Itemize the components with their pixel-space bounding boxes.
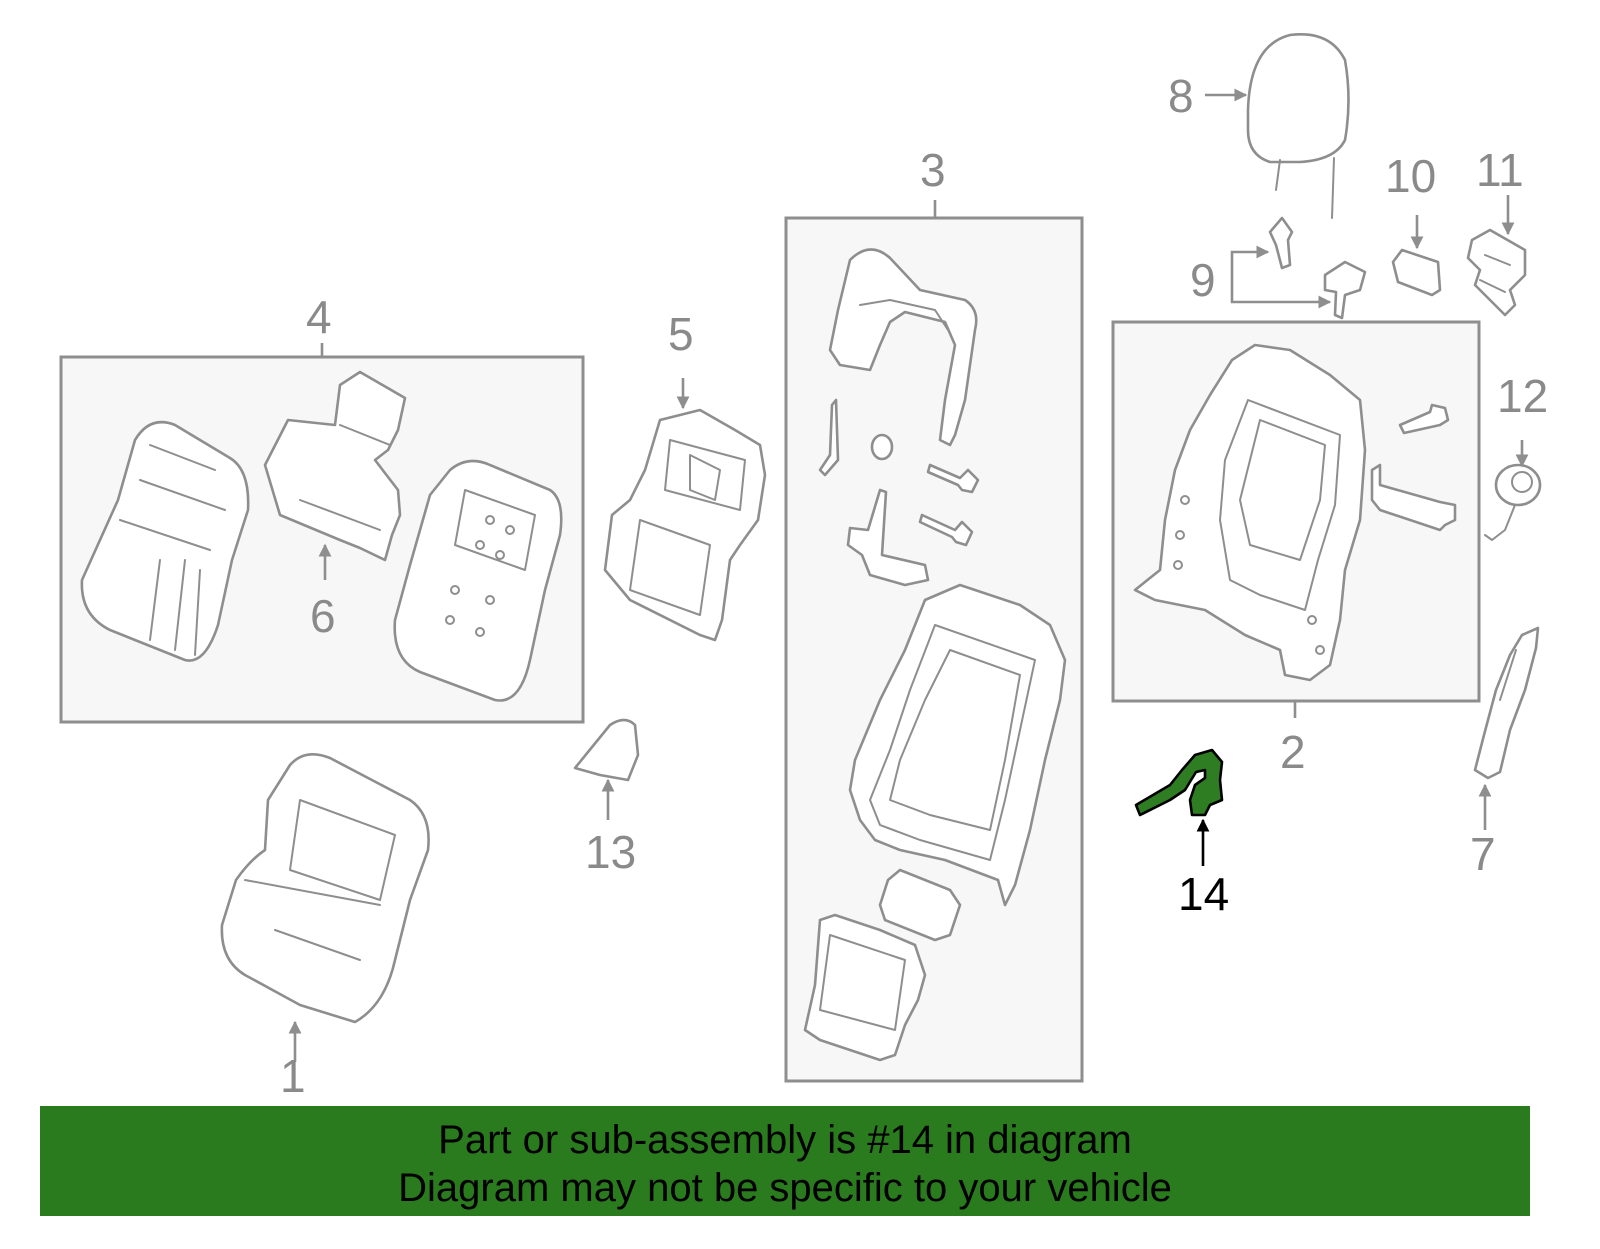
seatback-panel-6[interactable]: [263, 370, 407, 562]
motor-12[interactable]: [1484, 463, 1542, 541]
callout-2[interactable]: 2: [1280, 726, 1306, 778]
trim-piece-13[interactable]: [573, 718, 640, 782]
callout-5[interactable]: 5: [668, 308, 694, 360]
callout-12[interactable]: 12: [1497, 370, 1548, 422]
disclaimer-banner: Part or sub-assembly is #14 in diagram D…: [40, 1106, 1530, 1216]
callout-14[interactable]: 14: [1178, 868, 1229, 920]
callout-8[interactable]: 8: [1168, 70, 1194, 122]
frame-3-components[interactable]: [803, 248, 1067, 1062]
highlighted-part-14[interactable]: [1134, 748, 1224, 817]
seatback-cover-right[interactable]: [393, 459, 563, 702]
seatback-cover-left[interactable]: [80, 420, 250, 662]
seatback-frame-2[interactable]: [1133, 343, 1457, 682]
side-trim-7[interactable]: [1473, 626, 1540, 780]
back-panel-5[interactable]: [603, 408, 767, 642]
callout-4[interactable]: 4: [306, 291, 332, 343]
clip-10[interactable]: [1391, 248, 1442, 297]
callout-1[interactable]: 1: [280, 1050, 306, 1102]
headrest-8[interactable]: [1246, 33, 1350, 219]
seat-cushion-cover-1[interactable]: [220, 753, 430, 1024]
banner-line-2: Diagram may not be specific to your vehi…: [398, 1166, 1172, 1210]
banner-line-1: Part or sub-assembly is #14 in diagram: [438, 1118, 1132, 1162]
headrest-guide-9[interactable]: [1268, 216, 1367, 320]
callout-9[interactable]: 9: [1190, 254, 1216, 306]
bracket-11[interactable]: [1466, 228, 1527, 317]
callout-11[interactable]: 11: [1476, 144, 1524, 196]
callout-6[interactable]: 6: [310, 590, 336, 642]
callout-7[interactable]: 7: [1470, 828, 1496, 880]
callout-10[interactable]: 10: [1385, 150, 1436, 202]
callout-13[interactable]: 13: [585, 826, 636, 878]
callout-3[interactable]: 3: [920, 144, 946, 196]
